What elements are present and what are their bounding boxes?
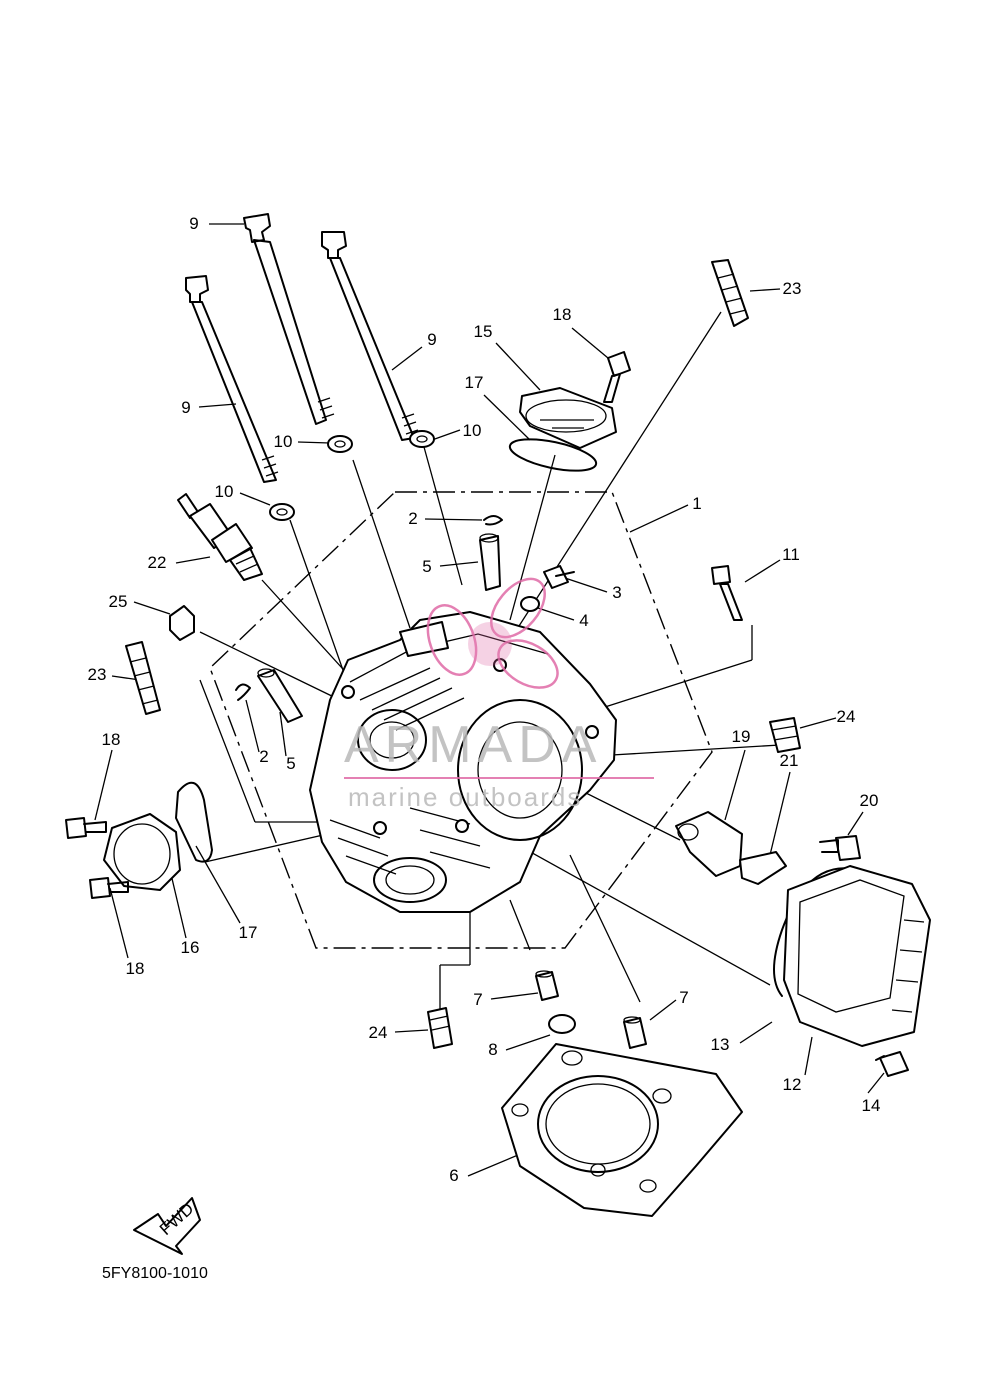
- callout-24: 24: [369, 1023, 388, 1042]
- watermark-logo-icon: [426, 577, 559, 689]
- stud-23-left: [125, 641, 161, 715]
- callout-9: 9: [181, 398, 190, 417]
- callout-21: 21: [780, 751, 799, 770]
- head-bolt-long-center: [321, 231, 419, 441]
- callout-10: 10: [274, 432, 293, 451]
- diagram-code: 5FY8100-1010: [102, 1265, 208, 1282]
- callout-7: 7: [473, 990, 482, 1009]
- bolt-20: [819, 835, 861, 861]
- bolt-14: [875, 1051, 909, 1077]
- callout-2: 2: [408, 509, 417, 528]
- bolt-11: [711, 565, 743, 621]
- stud-23-top: [711, 259, 749, 327]
- clip-2-top: [483, 515, 503, 526]
- washer-10-group: [269, 430, 435, 521]
- clip-2-left: [235, 683, 251, 701]
- callout-11: 11: [782, 545, 800, 564]
- bolt-18-side-lower: [89, 877, 129, 899]
- callout-17: 17: [465, 373, 484, 392]
- plug-25: [169, 605, 195, 641]
- callout-14: 14: [862, 1096, 881, 1115]
- callout-12: 12: [783, 1075, 802, 1094]
- callout-17: 17: [239, 923, 258, 942]
- assembly-boundary: [209, 491, 713, 949]
- tappet-cover-top: [519, 387, 617, 449]
- callout-18: 18: [102, 730, 121, 749]
- washer-8: [548, 1014, 576, 1034]
- head-cover-12: [783, 865, 931, 1047]
- callout-10: 10: [463, 421, 482, 440]
- valve-guide-top: [479, 533, 501, 591]
- head-bolt-long-left: [243, 213, 335, 425]
- part-19: [675, 811, 743, 877]
- callout-16: 16: [181, 938, 200, 957]
- callout-7: 7: [679, 988, 688, 1007]
- watermark: ARMADA marine outboards: [344, 577, 654, 812]
- forward-direction-arrow: FWD: [133, 1197, 201, 1255]
- callout-25: 25: [109, 592, 128, 611]
- washer-4: [520, 596, 540, 612]
- callout-6: 6: [449, 1166, 458, 1185]
- o-ring-head-cover: [773, 867, 859, 997]
- bracket-21: [739, 851, 787, 885]
- cylinder-head-gasket: [501, 1043, 743, 1217]
- callout-15: 15: [474, 322, 493, 341]
- callout-18: 18: [126, 959, 145, 978]
- bolt-3: [543, 565, 575, 589]
- o-ring-side: [175, 781, 213, 863]
- callout-9: 9: [189, 214, 198, 233]
- callout-9: 9: [427, 330, 436, 349]
- dowel-7-right: [623, 1016, 647, 1049]
- dowel-24-right: [769, 717, 801, 753]
- callout-13: 13: [711, 1035, 730, 1054]
- side-cover-16: [103, 813, 181, 891]
- callout-10: 10: [215, 482, 234, 501]
- valve-guide-left: [257, 668, 303, 723]
- callout-18: 18: [553, 305, 572, 324]
- watermark-tagline: marine outboards: [348, 782, 582, 812]
- head-bolt-short-left: [185, 275, 279, 483]
- callout-23: 23: [88, 665, 107, 684]
- callout-2: 2: [259, 747, 268, 766]
- callout-1: 1: [692, 494, 701, 513]
- callout-20: 20: [860, 791, 879, 810]
- callout-23: 23: [783, 279, 802, 298]
- callout-5: 5: [286, 754, 295, 773]
- bolt-18-side-upper: [65, 817, 107, 839]
- leader-lines: [94, 223, 885, 1177]
- callout-5: 5: [422, 557, 431, 576]
- callout-22: 22: [148, 553, 167, 572]
- dowel-7-left: [535, 970, 559, 1001]
- callout-4: 4: [579, 611, 588, 630]
- watermark-brand: ARMADA: [344, 716, 602, 774]
- bolt-18-top: [603, 351, 631, 403]
- callout-19: 19: [732, 727, 751, 746]
- dowel-24-lower: [427, 1007, 453, 1049]
- callout-3: 3: [612, 583, 621, 602]
- callout-8: 8: [488, 1040, 497, 1059]
- callout-24: 24: [837, 707, 856, 726]
- spark-plug: [177, 493, 263, 581]
- o-ring-top: [508, 438, 598, 472]
